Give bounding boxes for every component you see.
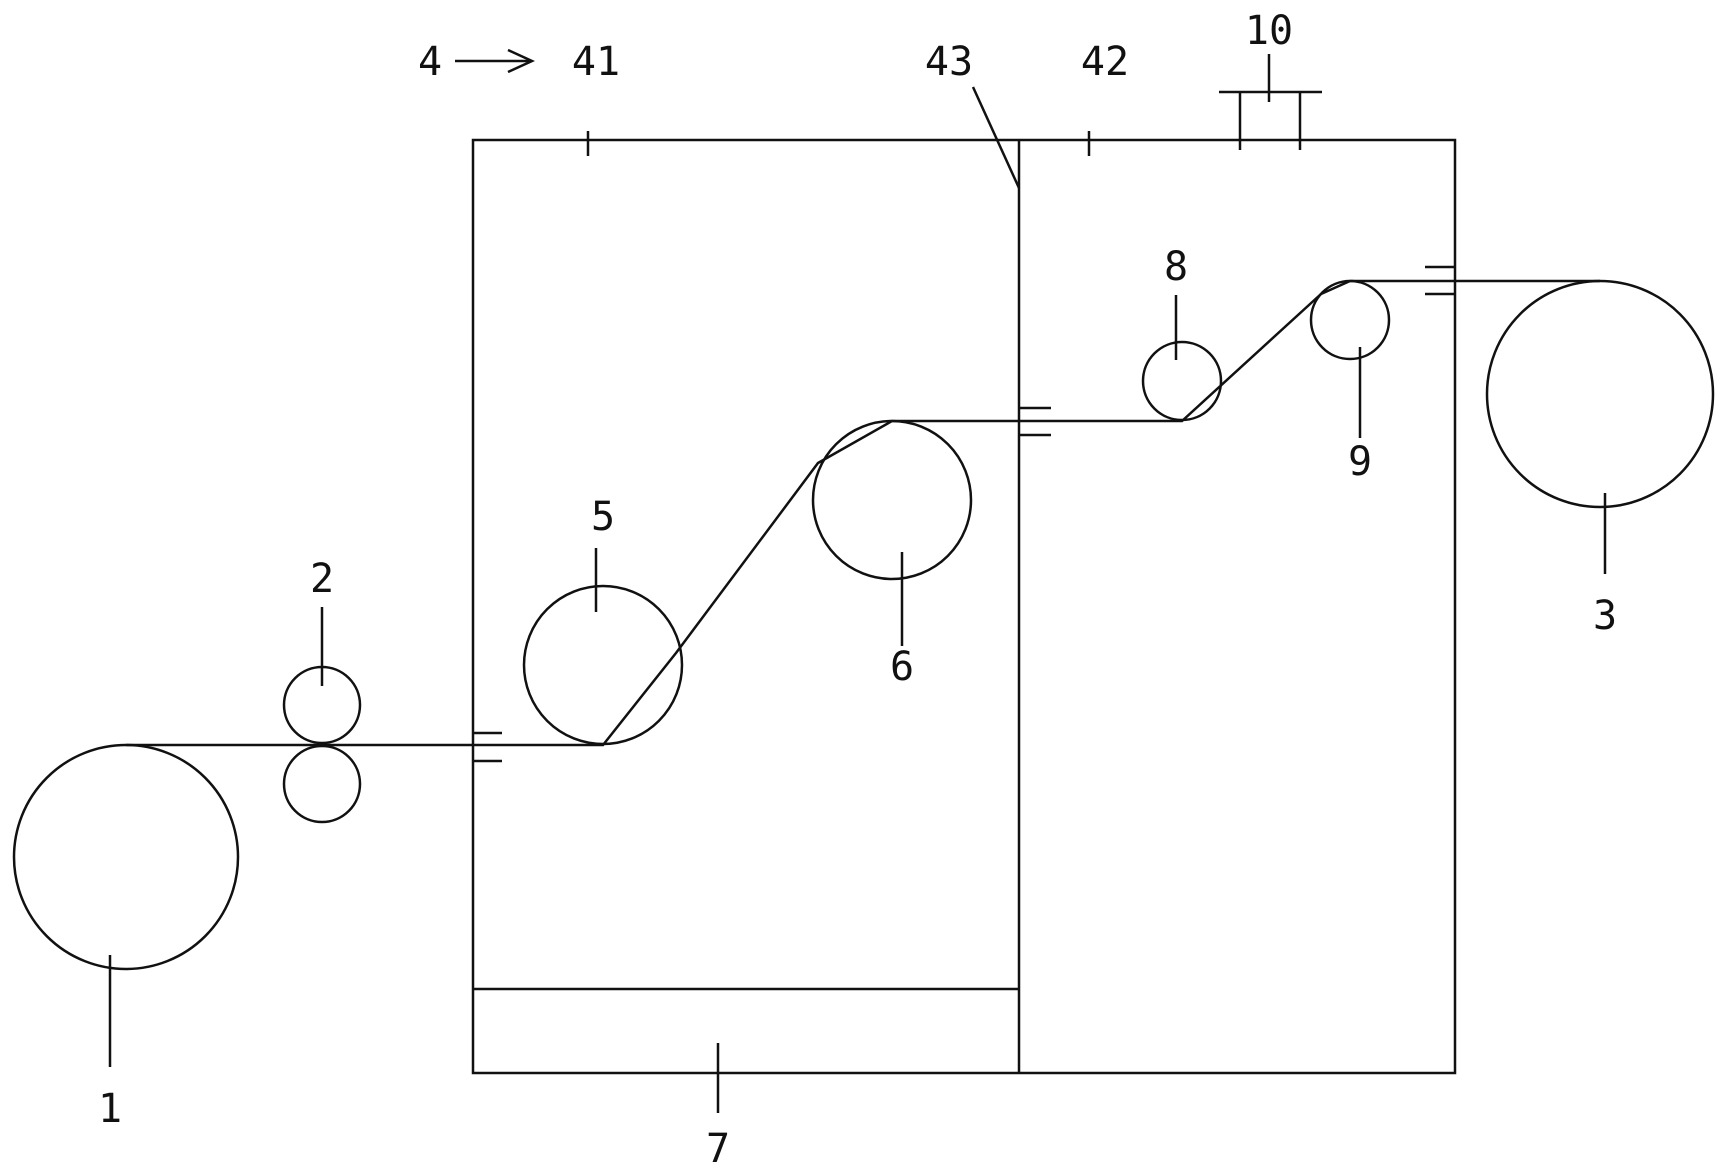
- arrow-icon: [455, 50, 532, 72]
- unwind-roll-1: [14, 745, 238, 969]
- tank-outline: [473, 140, 1455, 1073]
- label-2: 2: [310, 556, 334, 602]
- roller-5: [524, 586, 682, 744]
- rewind-roll-3: [1487, 281, 1713, 507]
- leader-lines: [110, 54, 1605, 1113]
- label-42: 42: [1081, 39, 1129, 85]
- roller-8: [1143, 342, 1221, 420]
- label-43: 43: [925, 39, 973, 85]
- label-41: 41: [572, 39, 620, 85]
- label-7: 7: [706, 1126, 730, 1172]
- label-10: 10: [1245, 8, 1293, 54]
- roller-6: [813, 421, 971, 579]
- label-9: 9: [1348, 439, 1372, 485]
- label-5: 5: [591, 494, 615, 540]
- label-3: 3: [1593, 593, 1617, 639]
- label-4: 4: [418, 39, 442, 85]
- vent-pipe: [1219, 92, 1322, 150]
- label-8: 8: [1164, 244, 1188, 290]
- nip-roller-bottom-2: [284, 746, 360, 822]
- entry-slot: [473, 733, 502, 761]
- label-1: 1: [98, 1086, 122, 1132]
- label-6: 6: [890, 644, 914, 690]
